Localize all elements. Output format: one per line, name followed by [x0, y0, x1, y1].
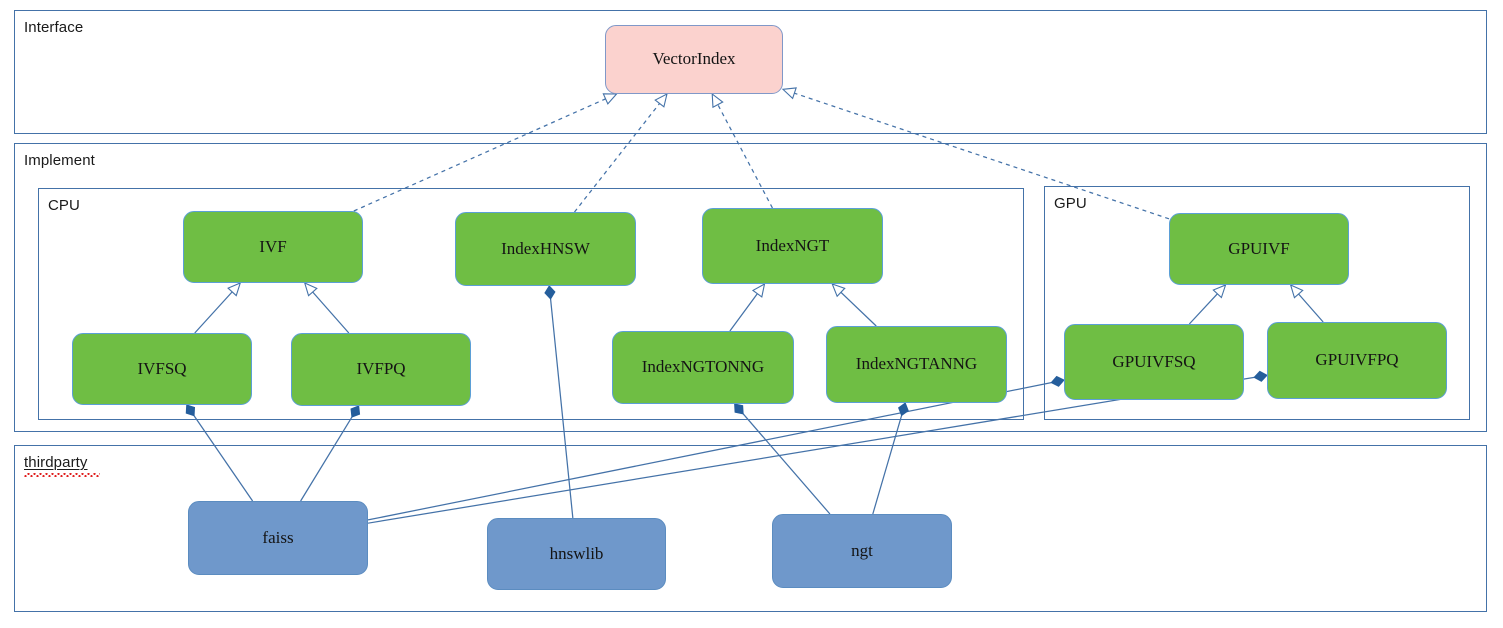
- class-node-indexngt[interactable]: IndexNGT: [702, 208, 883, 284]
- arrowhead-hollow-triangle: [751, 282, 766, 298]
- edge-ngt-to-indexngtonng: [734, 403, 831, 515]
- arrowhead-hollow-triangle: [711, 92, 724, 109]
- class-node-ngt[interactable]: ngt: [772, 514, 952, 588]
- edge-faiss-to-gpuivfsq: [367, 375, 1065, 521]
- class-node-label: faiss: [262, 527, 294, 547]
- edge-line: [573, 103, 661, 213]
- edge-indexhnsw-to-vectorindex: [573, 92, 668, 213]
- class-node-label: IVFSQ: [137, 358, 187, 378]
- arrowhead-filled-diamond: [1050, 375, 1065, 387]
- class-node-label: GPUIVF: [1228, 238, 1290, 258]
- edge-indexngtanng-to-indexngt: [831, 283, 877, 327]
- edge-line: [193, 415, 254, 502]
- class-node-ivf[interactable]: IVF: [183, 211, 363, 283]
- class-node-label: GPUIVFSQ: [1112, 351, 1196, 371]
- group-container-interface: [14, 10, 1487, 134]
- group-container-thirdparty: [14, 445, 1487, 612]
- edge-indexngt-to-vectorindex: [711, 92, 773, 209]
- arrowhead-filled-diamond: [544, 285, 556, 300]
- class-node-label: GPUIVFPQ: [1315, 350, 1399, 370]
- edge-line: [312, 291, 350, 334]
- edge-ivfsq-to-ivf: [194, 282, 242, 334]
- arrowhead-hollow-triangle: [1289, 284, 1304, 299]
- edge-faiss-to-ivfsq: [185, 404, 254, 502]
- arrowhead-hollow-triangle: [831, 283, 846, 298]
- edge-line: [194, 291, 233, 334]
- group-label-implement: Implement: [24, 152, 95, 169]
- arrowhead-hollow-triangle: [781, 87, 797, 100]
- edge-faiss-to-gpuivfpq: [367, 370, 1268, 524]
- edge-line: [1298, 293, 1324, 323]
- spellcheck-squiggle-thirdparty: [24, 473, 100, 477]
- edge-line: [729, 293, 758, 332]
- arrowhead-hollow-triangle: [602, 93, 618, 105]
- group-label-gpu: GPU: [1054, 195, 1087, 212]
- arrowhead-filled-diamond: [1253, 370, 1268, 382]
- group-label-interface: Interface: [24, 19, 84, 36]
- edge-line: [367, 376, 1255, 524]
- edge-line: [840, 291, 877, 327]
- arrowhead-filled-diamond: [185, 404, 196, 417]
- arrowhead-hollow-triangle: [303, 282, 318, 297]
- class-node-ivfsq[interactable]: IVFSQ: [72, 333, 252, 405]
- edge-line: [353, 98, 606, 212]
- group-container-implement: [14, 143, 1487, 432]
- edge-line: [794, 92, 1170, 220]
- edge-ivfpq-to-ivf: [303, 282, 350, 334]
- arrowhead-hollow-triangle: [1212, 284, 1227, 299]
- group-container-cpu: [38, 188, 1024, 420]
- arrowhead-filled-diamond: [898, 402, 909, 417]
- class-node-gpuivfsq[interactable]: GPUIVFSQ: [1064, 324, 1244, 400]
- class-node-ivfpq[interactable]: IVFPQ: [291, 333, 471, 406]
- arrowhead-filled-diamond: [350, 405, 361, 418]
- edge-line: [717, 104, 773, 209]
- edge-gpuivfsq-to-gpuivf: [1188, 284, 1227, 325]
- edge-gpuivfpq-to-gpuivf: [1289, 284, 1324, 323]
- class-node-indexhnsw[interactable]: IndexHNSW: [455, 212, 636, 286]
- edge-gpuivf-to-vectorindex: [781, 87, 1170, 220]
- class-node-label: ngt: [851, 540, 873, 560]
- class-node-indexngtonng[interactable]: IndexNGTONNG: [612, 331, 794, 404]
- class-node-label: hnswlib: [549, 543, 604, 563]
- edge-hnswlib-to-indexhnsw: [544, 285, 574, 519]
- group-label-cpu: CPU: [48, 197, 80, 214]
- class-node-label: IndexNGTANNG: [855, 354, 978, 374]
- edge-line: [1188, 293, 1218, 325]
- edge-line: [742, 413, 831, 515]
- edge-line: [367, 382, 1052, 521]
- class-node-hnswlib[interactable]: hnswlib: [487, 518, 666, 590]
- group-label-thirdparty: thirdparty: [24, 454, 88, 471]
- class-node-faiss[interactable]: faiss: [188, 501, 368, 575]
- class-node-vectorindex[interactable]: VectorIndex: [605, 25, 783, 94]
- edge-line: [549, 298, 574, 519]
- class-node-label: IndexHNSW: [501, 238, 590, 258]
- class-node-label: IndexNGT: [755, 235, 830, 255]
- class-node-label: IVF: [259, 236, 287, 256]
- class-node-label: IndexNGTONNG: [641, 357, 765, 377]
- arrowhead-hollow-triangle: [227, 282, 242, 297]
- edge-indexngtonng-to-indexngt: [729, 282, 766, 332]
- arrowhead-hollow-triangle: [654, 92, 668, 108]
- class-node-label: VectorIndex: [652, 49, 736, 69]
- class-node-gpuivf[interactable]: GPUIVF: [1169, 213, 1349, 285]
- class-node-indexngtanng[interactable]: IndexNGTANNG: [826, 326, 1007, 403]
- arrowhead-filled-diamond: [734, 403, 744, 415]
- edge-ivf-to-vectorindex: [353, 93, 618, 212]
- group-container-gpu: [1044, 186, 1470, 420]
- class-node-label: IVFPQ: [356, 359, 406, 379]
- class-node-gpuivfpq[interactable]: GPUIVFPQ: [1267, 322, 1447, 399]
